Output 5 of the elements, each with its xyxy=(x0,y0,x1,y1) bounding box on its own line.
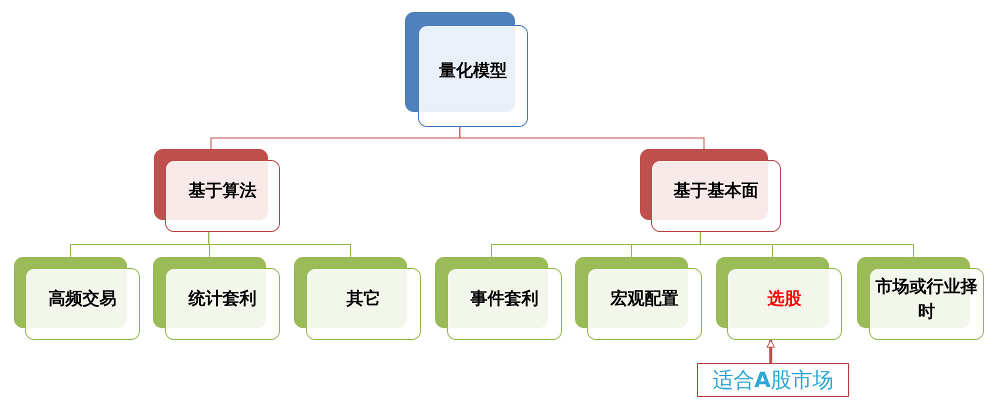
connector-line xyxy=(700,232,914,258)
connector-line xyxy=(208,232,351,258)
callout-box: 适合A股市场 xyxy=(697,363,849,397)
arrow xyxy=(766,340,775,363)
connector-line xyxy=(459,126,704,150)
